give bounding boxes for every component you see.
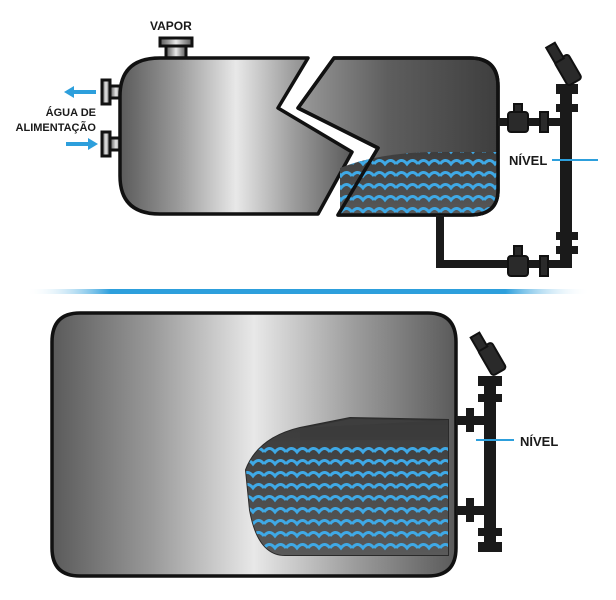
divider-bar	[26, 289, 590, 294]
feed-water-label-line2: ALIMENTAÇÃO	[16, 121, 97, 134]
valve-icon	[507, 103, 529, 133]
feed-water-label-line1: ÁGUA DE	[46, 106, 96, 119]
top-drum-left	[118, 56, 354, 216]
top-water	[340, 152, 498, 215]
bottom-boiler: NÍVEL	[50, 311, 558, 578]
arrow-left-icon	[64, 86, 96, 98]
level-gauge-icon	[469, 331, 507, 376]
bottom-water	[246, 420, 448, 555]
valve-icon	[507, 245, 529, 277]
level-label-bottom: NÍVEL	[520, 434, 558, 449]
vapor-nozzle	[158, 36, 194, 62]
top-boiler: VAPOR ÁGUA DE ALIMENTAÇÃO NÍVEL	[16, 19, 598, 277]
arrow-right-icon	[66, 138, 98, 150]
top-level-gauge	[436, 41, 598, 277]
bottom-level-gauge	[456, 331, 514, 552]
level-label-top: NÍVEL	[509, 153, 547, 168]
vapor-label: VAPOR	[150, 19, 192, 33]
level-gauge-icon	[544, 41, 582, 87]
